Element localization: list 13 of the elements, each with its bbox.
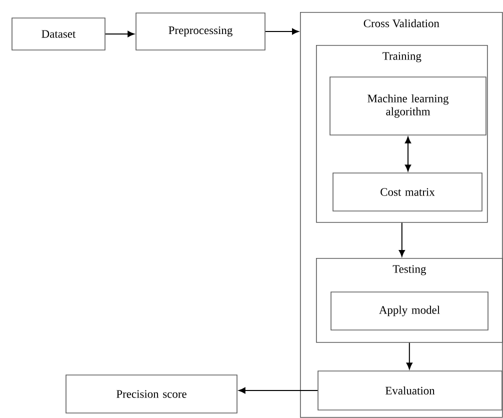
arrow <box>398 222 405 257</box>
arrow <box>264 28 299 35</box>
arrow <box>404 136 412 172</box>
process-box: Evaluation <box>318 370 502 410</box>
arrow <box>238 387 318 394</box>
process-box: Precision score <box>66 374 238 414</box>
arrow <box>406 342 412 370</box>
process-box: Apply model <box>330 292 488 330</box>
process-box: Preprocessing <box>136 12 266 50</box>
process-box: Dataset <box>12 18 106 50</box>
arrow <box>104 30 134 38</box>
process-box: Machine learning algorithm <box>330 76 486 136</box>
process-box: Cost matrix <box>332 172 482 212</box>
